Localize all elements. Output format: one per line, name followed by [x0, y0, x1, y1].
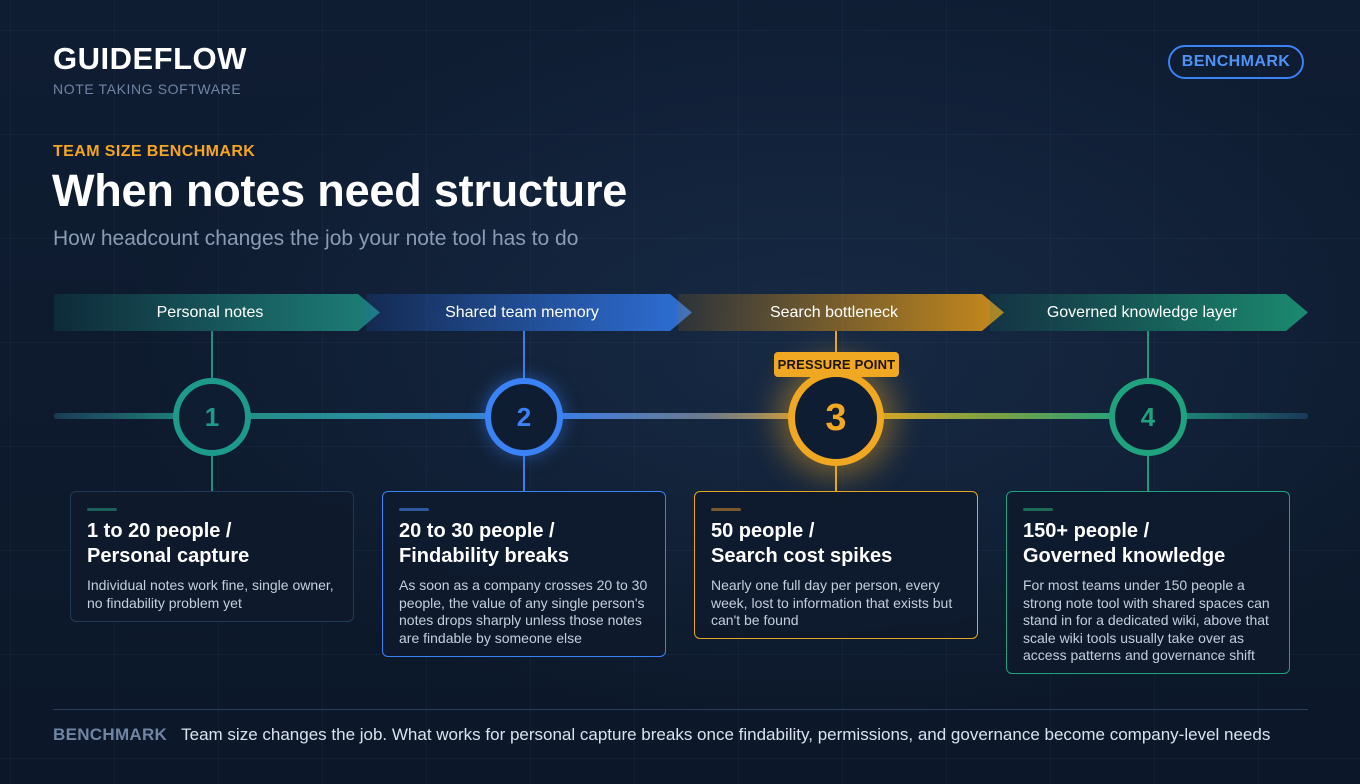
connector-line	[211, 331, 213, 379]
benchmark-badge: BENCHMARK	[1168, 45, 1304, 79]
card-accent	[1023, 508, 1053, 511]
connector-line	[835, 466, 837, 491]
phase-label: Governed knowledge layer	[1046, 303, 1238, 321]
connector-line	[523, 331, 525, 379]
card-title: 1 to 20 people / Personal capture	[87, 520, 250, 567]
connector-line	[211, 456, 213, 491]
brand: GUIDEFLOW NOTE TAKING SOFTWARE	[53, 41, 247, 98]
card-body: Individual notes work fine, single owner…	[87, 577, 334, 611]
footer-text: Team size changes the job. What works fo…	[181, 725, 1271, 744]
phase-label: Shared team memory	[445, 303, 599, 321]
connector-line	[1147, 456, 1149, 491]
eyebrow-label: TEAM SIZE BENCHMARK	[53, 143, 256, 160]
brand-name: GUIDEFLOW	[53, 41, 247, 76]
phase-arrow-personal-notes: Personal notes	[54, 294, 380, 331]
card-body: As soon as a company crosses 20 to 30 pe…	[399, 577, 648, 646]
footer-label: BENCHMARK	[53, 725, 168, 744]
stage-card-4: 150+ people / Governed knowledge For mos…	[1006, 491, 1290, 674]
card-title: 20 to 30 people / Findability breaks	[399, 520, 570, 567]
page-subtitle: How headcount changes the job your note …	[53, 227, 579, 250]
stage-node-2: 2	[485, 378, 563, 456]
phase-label: Personal notes	[156, 303, 264, 321]
card-body: Nearly one full day per person, every we…	[711, 577, 953, 628]
card-body: For most teams under 150 people a strong…	[1023, 577, 1270, 663]
stage-card-3: 50 people / Search cost spikes Nearly on…	[694, 491, 978, 639]
card-accent	[711, 508, 741, 511]
card-title: 50 people / Search cost spikes	[711, 520, 893, 567]
stage-card-2: 20 to 30 people / Findability breaks As …	[382, 491, 666, 657]
footer-divider	[53, 709, 1308, 710]
brand-tagline: NOTE TAKING SOFTWARE	[53, 81, 242, 97]
phase-arrow-shared-team-memory: Shared team memory	[366, 294, 692, 331]
phase-label: Search bottleneck	[769, 303, 899, 321]
connector-line	[835, 331, 837, 353]
card-accent	[87, 508, 117, 511]
connector-line	[1147, 331, 1149, 379]
pressure-point-badge: PRESSURE POINT	[774, 352, 899, 377]
stage-node-1: 1	[173, 378, 251, 456]
stage-card-1: 1 to 20 people / Personal capture Indivi…	[70, 491, 354, 622]
page-title: When notes need structure	[52, 165, 628, 216]
footer: BENCHMARK Team size changes the job. Wha…	[53, 725, 1270, 745]
card-title: 150+ people / Governed knowledge	[1023, 520, 1226, 567]
stage-node-4: 4	[1109, 378, 1187, 456]
connector-line	[523, 456, 525, 491]
stage-node-3: 3	[788, 370, 884, 466]
card-accent	[399, 508, 429, 511]
timeline-track	[54, 413, 1308, 419]
phase-arrow-governed-knowledge: Governed knowledge layer	[990, 294, 1308, 331]
phase-arrow-search-bottleneck: Search bottleneck	[678, 294, 1004, 331]
